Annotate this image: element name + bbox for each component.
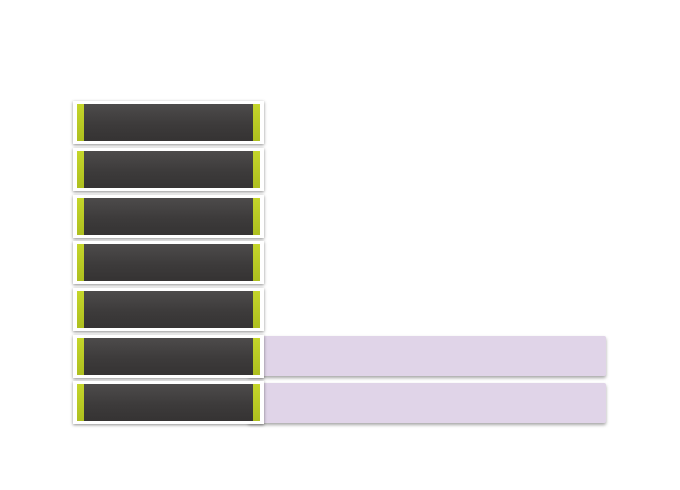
tab-accent-left: [77, 291, 84, 328]
list-row-4: [73, 241, 264, 284]
dark-tab: [73, 335, 264, 378]
tab-accent-right: [253, 151, 260, 188]
tab-accent-right: [253, 291, 260, 328]
tab-body: [77, 244, 260, 281]
list-row-7: [73, 381, 264, 424]
list-row-6: [73, 335, 264, 378]
tab-accent-left: [77, 198, 84, 235]
tab-label: [85, 198, 252, 235]
dark-tab: [73, 288, 264, 331]
list-row-5: [73, 288, 264, 331]
tab-label: [85, 384, 252, 421]
tab-accent-right: [253, 104, 260, 141]
list-row-2: [73, 148, 264, 191]
tab-body: [77, 151, 260, 188]
tab-body: [77, 104, 260, 141]
tab-label: [85, 104, 252, 141]
tab-accent-left: [77, 244, 84, 281]
tab-accent-left: [77, 384, 84, 421]
tab-accent-right: [253, 384, 260, 421]
tab-body: [77, 198, 260, 235]
tab-body: [77, 291, 260, 328]
tab-body: [77, 384, 260, 421]
dark-tab: [73, 148, 264, 191]
text-bar-6: [248, 336, 606, 376]
tab-label: [85, 338, 252, 375]
tab-label: [85, 244, 252, 281]
tab-accent-left: [77, 104, 84, 141]
tab-accent-right: [253, 338, 260, 375]
tab-accent-right: [253, 198, 260, 235]
dark-tab: [73, 101, 264, 144]
tab-accent-left: [77, 151, 84, 188]
list-row-3: [73, 195, 264, 238]
dark-tab: [73, 195, 264, 238]
tab-body: [77, 338, 260, 375]
list-row-1: [73, 101, 264, 144]
tab-accent-right: [253, 244, 260, 281]
dark-tab: [73, 241, 264, 284]
dark-tab: [73, 381, 264, 424]
tab-label: [85, 291, 252, 328]
tab-label: [85, 151, 252, 188]
tab-accent-left: [77, 338, 84, 375]
text-bar-7: [248, 383, 606, 423]
